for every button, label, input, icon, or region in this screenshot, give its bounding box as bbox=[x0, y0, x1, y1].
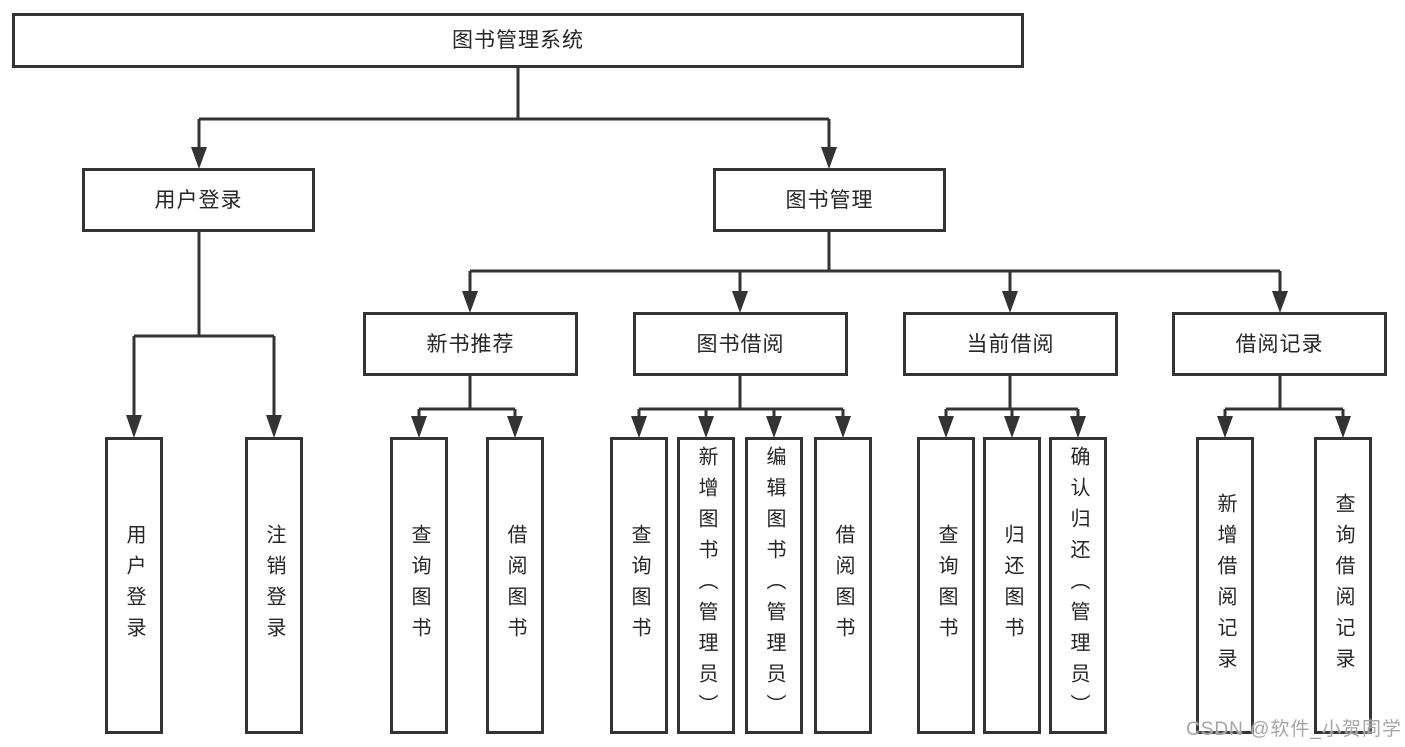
connector-bookborrow-to-leaves bbox=[637, 376, 845, 417]
node-user-login: 用户登录 bbox=[82, 168, 315, 232]
leaf-query-borrow-record: 查询借阅记录 bbox=[1314, 437, 1372, 734]
leaf-label: 新增图书（管理员） bbox=[695, 446, 717, 725]
leaf-add-borrow-record: 新增借阅记录 bbox=[1196, 437, 1254, 734]
leaf-label: 确认归还（管理员） bbox=[1067, 446, 1089, 725]
connector-currentborrow-to-leaves bbox=[944, 376, 1080, 417]
leaf-label: 查询借阅记录 bbox=[1332, 492, 1354, 679]
leaf-label: 新增借阅记录 bbox=[1214, 492, 1236, 679]
leaf-label: 借阅图书 bbox=[832, 523, 854, 648]
leaf-label: 归还图书 bbox=[1001, 523, 1023, 648]
leaf-label: 查询图书 bbox=[628, 523, 650, 648]
leaf-borrow-book: 借阅图书 bbox=[814, 437, 872, 734]
leaf-label: 编辑图书（管理员） bbox=[763, 446, 785, 725]
leaf-query-books-borrow: 查询图书 bbox=[610, 437, 668, 734]
leaf-borrow-books-recommend: 借阅图书 bbox=[486, 437, 544, 734]
leaf-label: 用户登录 bbox=[123, 523, 145, 648]
leaf-edit-book-admin: 编辑图书（管理员） bbox=[745, 437, 803, 734]
leaf-label: 查询图书 bbox=[935, 523, 957, 648]
csdn-watermark: CSDN @软件_小贺同学 bbox=[1186, 719, 1402, 740]
arrowheads bbox=[126, 147, 1351, 438]
node-root-system: 图书管理系统 bbox=[12, 13, 1024, 68]
leaf-query-books-recommend: 查询图书 bbox=[390, 437, 448, 734]
leaf-logout: 注销登录 bbox=[245, 437, 303, 734]
leaf-confirm-return-admin: 确认归还（管理员） bbox=[1049, 437, 1107, 734]
connector-borrowrecords-to-leaves bbox=[1223, 376, 1345, 417]
connector-root-to-level2 bbox=[197, 68, 831, 147]
leaf-label: 注销登录 bbox=[263, 523, 285, 648]
connector-bookmgmt-to-level3 bbox=[468, 232, 1282, 291]
node-new-book-recommend: 新书推荐 bbox=[363, 312, 578, 376]
node-borrow-records: 借阅记录 bbox=[1172, 312, 1387, 376]
connector-newbook-to-leaves bbox=[417, 376, 517, 417]
node-current-borrow: 当前借阅 bbox=[903, 312, 1118, 376]
leaf-user-login: 用户登录 bbox=[105, 437, 163, 734]
leaf-label: 查询图书 bbox=[408, 523, 430, 648]
node-book-borrow: 图书借阅 bbox=[633, 312, 848, 376]
leaf-label: 借阅图书 bbox=[504, 523, 526, 648]
node-book-management: 图书管理 bbox=[713, 168, 946, 232]
connector-userlogin-to-leaves bbox=[132, 232, 276, 416]
leaf-query-books-current: 查询图书 bbox=[917, 437, 975, 734]
leaf-return-book: 归还图书 bbox=[983, 437, 1041, 734]
leaf-add-book-admin: 新增图书（管理员） bbox=[677, 437, 735, 734]
